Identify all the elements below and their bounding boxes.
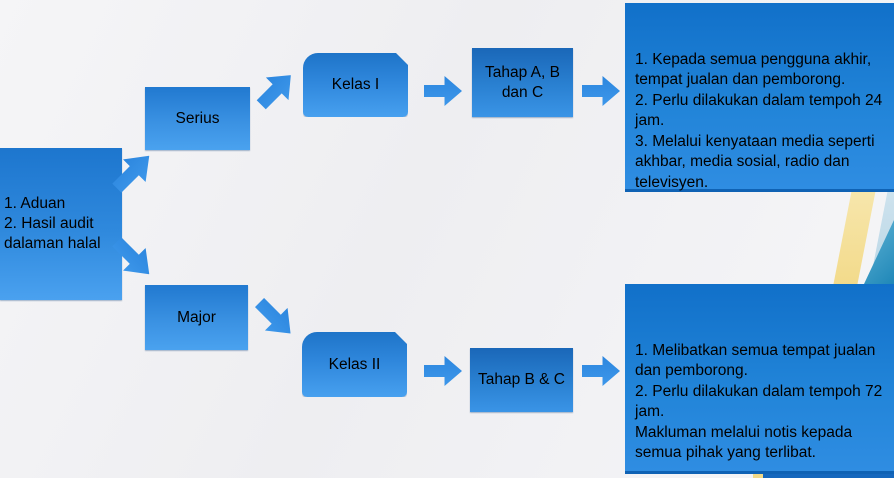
- arrow-tahap-abc-to-panel: [582, 76, 620, 106]
- bottom-border-decoration: [625, 474, 894, 478]
- arrow-tahap-bc-to-panel: [582, 356, 620, 386]
- panel-major-outcome: 1. Melibatkan semua tempat jualan dan pe…: [625, 284, 894, 474]
- panel-major-outcome-text: 1. Melibatkan semua tempat jualan dan pe…: [635, 341, 883, 462]
- panel-serius-outcome-text: 1. Kepada semua pengguna akhir, tempat j…: [635, 50, 883, 191]
- blue-sliver-decoration: [763, 474, 894, 478]
- node-tahap-bc: Tahap B & C: [470, 348, 573, 412]
- arrow-serius-to-kelas1: [250, 64, 302, 116]
- node-tahap-abc: Tahap A, B dan C: [472, 48, 573, 117]
- panel-serius-outcome: 1. Kepada semua pengguna akhir, tempat j…: [625, 3, 894, 192]
- background-stripes-decoration: [625, 192, 894, 284]
- yellow-sliver-decoration: [753, 474, 763, 478]
- node-major: Major: [145, 285, 248, 350]
- node-serius: Serius: [145, 87, 250, 150]
- arrow-major-to-kelas2: [248, 291, 302, 345]
- node-kelas-2: Kelas II: [302, 332, 407, 397]
- node-source-aduan: 1. Aduan 2. Hasil audit dalaman halal: [0, 148, 122, 300]
- arrow-kelas2-to-tahap-bc: [424, 356, 462, 386]
- arrow-kelas1-to-tahap-abc: [424, 76, 462, 106]
- node-kelas-1: Kelas I: [303, 53, 408, 117]
